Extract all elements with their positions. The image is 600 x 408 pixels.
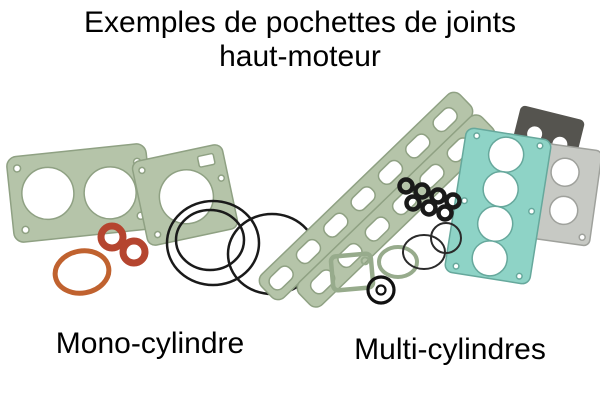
black-o-ring-cluster [397, 177, 462, 222]
cover-gasket-strip-2 [296, 114, 496, 308]
title-line2: haut-moteur [219, 40, 381, 73]
black-thin-circle-gasket [430, 222, 462, 254]
page-title: Exemples de pochettes de joints haut-mot… [0, 6, 600, 74]
title-line1: Exemples de pochettes de joints [84, 6, 516, 39]
black-ring-with-dot [366, 275, 396, 305]
green-square-gasket [328, 251, 376, 293]
gasket-photo [6, 91, 600, 308]
green-ring-gasket [377, 245, 419, 279]
multi-cylinder-gasket-set [258, 91, 600, 308]
orange-oval-gasket [52, 248, 112, 296]
cover-gasket-strip-1 [258, 91, 474, 301]
mono-head-gasket-plate [6, 143, 154, 243]
mono-base-gasket-plate [131, 144, 239, 246]
orange-o-rings [97, 222, 149, 267]
caption-multi-cylindres: Multi-cylindres [354, 333, 546, 366]
multi-head-gasket [444, 127, 552, 285]
caption-mono-cylindre: Mono-cylindre [55, 327, 245, 360]
